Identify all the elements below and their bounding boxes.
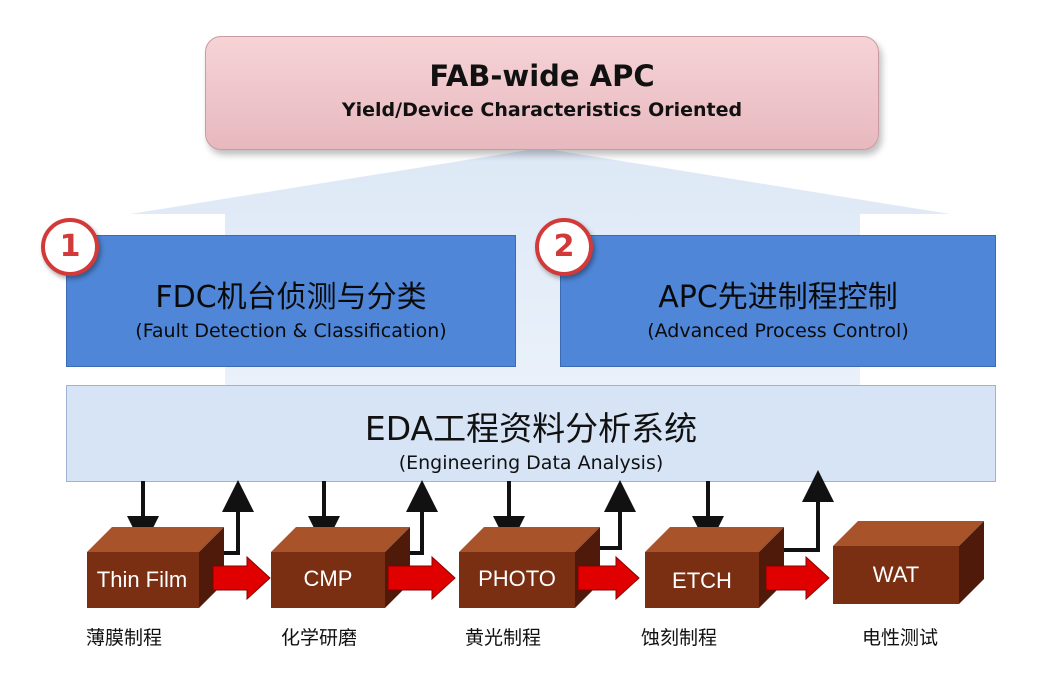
- process-box-thinfilm: [87, 527, 224, 608]
- fab-wide-apc-subtitle: Yield/Device Characteristics Oriented: [341, 99, 743, 121]
- fdc-subtitle: (Fault Detection & Classification): [135, 320, 447, 342]
- process-label-photo: PHOTO: [478, 566, 556, 591]
- apc-number-badge: 2: [535, 218, 593, 276]
- feedback-arrow-photo: [598, 480, 636, 550]
- fab-wide-apc-box: FAB-wide APC Yield/Device Characteristic…: [205, 36, 879, 150]
- eda-box: EDA工程资料分析系统 (Engineering Data Analysis): [66, 385, 996, 482]
- process-label-etch: ETCH: [672, 568, 732, 593]
- fab-wide-apc-title: FAB-wide APC: [429, 59, 655, 93]
- apc-box: APC先进制程控制 (Advanced Process Control): [560, 235, 996, 367]
- flow-arrow-4: [765, 555, 830, 601]
- process-box-cmp: [271, 527, 410, 608]
- fdc-number-badge: 1: [41, 218, 99, 276]
- flow-arrow-1: [212, 555, 271, 601]
- process-label-wat: WAT: [872, 562, 920, 587]
- apc-subtitle: (Advanced Process Control): [647, 320, 909, 342]
- step-name-wat: 电性测试: [862, 627, 939, 649]
- feedback-arrow-etch: [782, 470, 834, 552]
- step-name-etch: 蚀刻制程: [641, 627, 718, 649]
- apc-title: APC先进制程控制: [658, 280, 898, 315]
- down-arrows: [127, 481, 724, 548]
- step-name-thinfilm: 薄膜制程: [86, 627, 163, 649]
- flow-arrow-2: [387, 555, 456, 601]
- process-label-thinfilm: Thin Film: [96, 567, 188, 592]
- fdc-box: FDC机台侦测与分类 (Fault Detection & Classifica…: [66, 235, 516, 367]
- fdc-title: FDC机台侦测与分类: [155, 280, 427, 315]
- process-label-cmp: CMP: [303, 566, 353, 591]
- process-box-etch: [645, 527, 784, 608]
- eda-title: EDA工程资料分析系统: [364, 409, 698, 448]
- step-name-photo: 黄光制程: [465, 627, 542, 649]
- flow-arrow-3: [577, 555, 640, 601]
- feedback-arrow-thinfilm: [218, 480, 254, 555]
- feedback-arrows: [218, 470, 834, 555]
- step-name-cmp: 化学研磨: [281, 627, 358, 649]
- flow-arrows: [212, 555, 830, 601]
- eda-subtitle: (Engineering Data Analysis): [398, 452, 664, 474]
- process-box-wat: [833, 521, 984, 604]
